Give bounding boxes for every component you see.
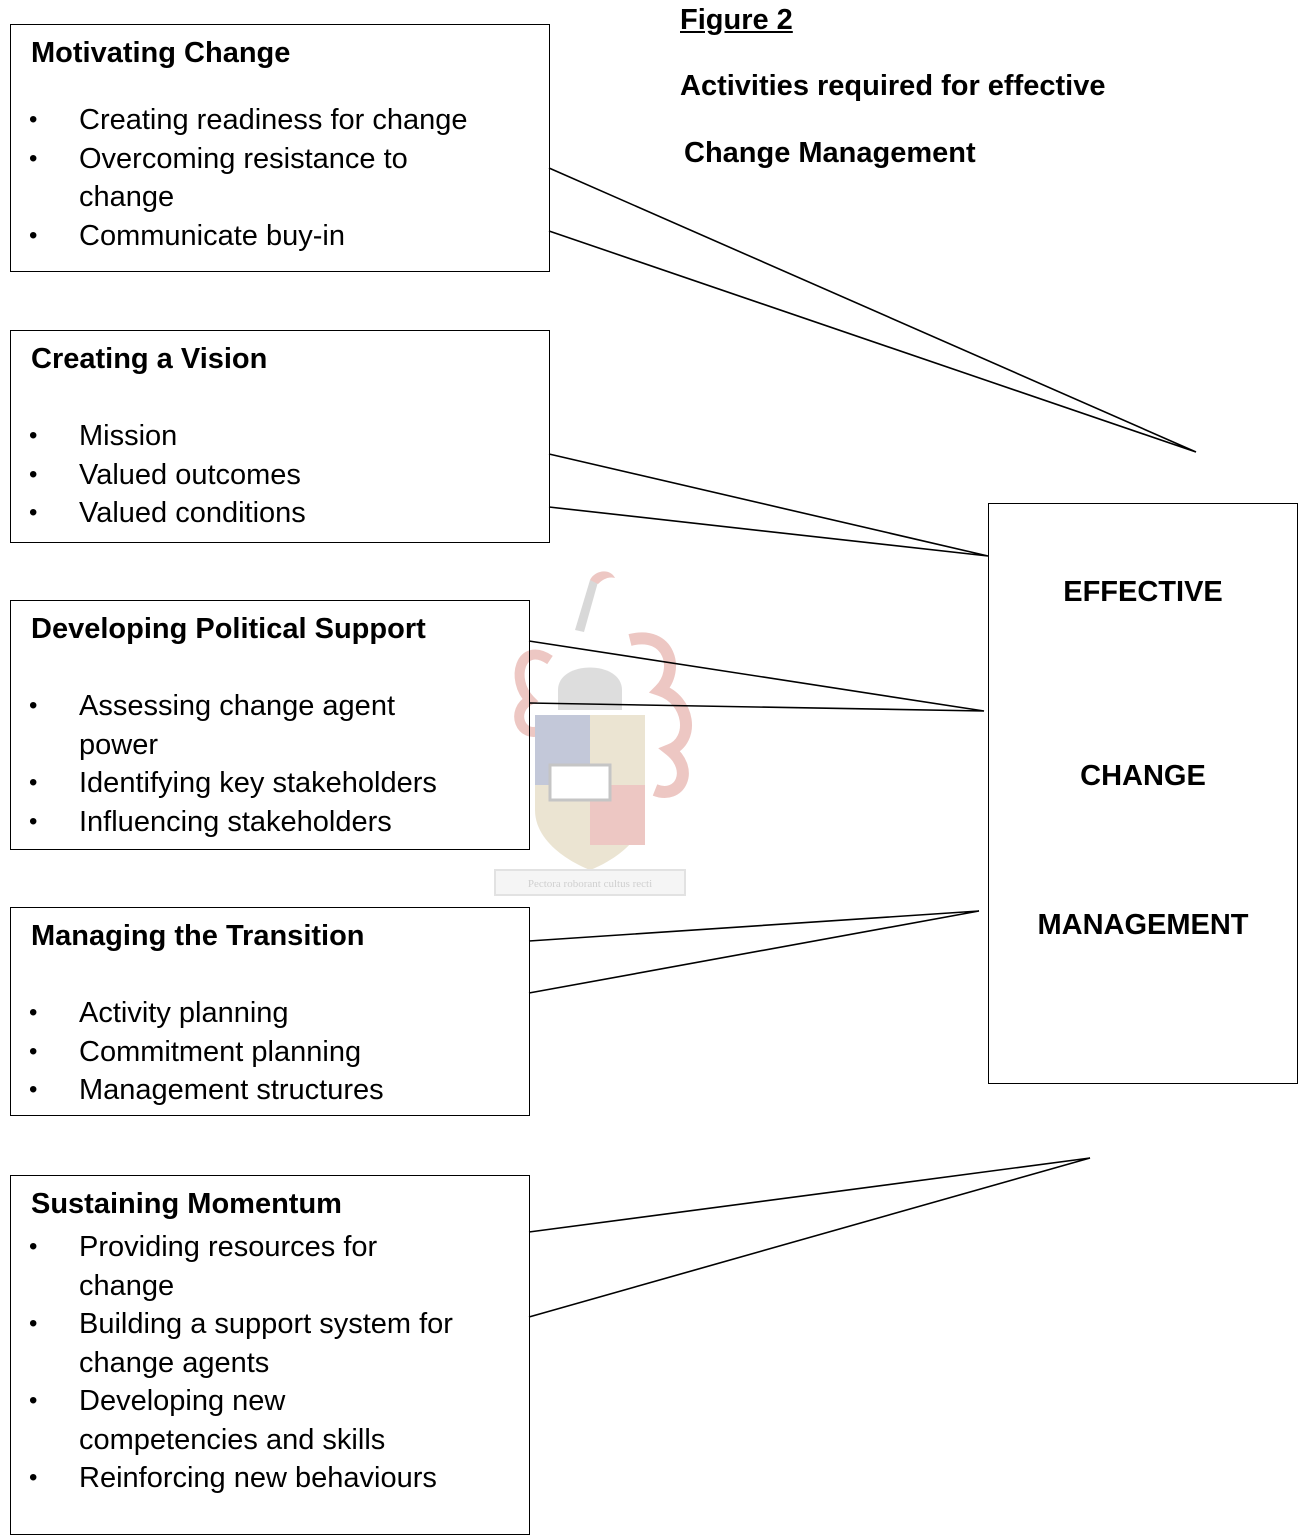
box-title: Developing Political Support [31,613,426,645]
list-item: Overcoming resistance to change [11,140,549,217]
box-sustaining-momentum: Sustaining Momentum Providing resources … [10,1175,530,1535]
box-political-support: Developing Political Support Assessing c… [10,600,530,850]
crest-flame [590,571,615,584]
connector-managing-transition [528,910,980,994]
crest-quarter-red [590,785,645,845]
bullet-list: Assessing change agent power Identifying… [11,687,529,841]
connector-sustaining-momentum [528,1157,1091,1318]
figure-caption-line-1: Activities required for effective [680,70,1106,102]
target-word-change: CHANGE [1080,760,1206,792]
list-item: Activity planning [11,994,529,1033]
box-effective-change-management: EFFECTIVE CHANGE MANAGEMENT [988,503,1298,1084]
list-item: Creating readiness for change [11,101,549,140]
crest-motto: Pectora roborant cultus recti [528,878,652,890]
target-word-management: MANAGEMENT [1037,909,1249,941]
crest-scroll [494,869,686,896]
target-word-effective: EFFECTIVE [1063,576,1223,608]
list-item: Building a support system for change age… [11,1305,529,1382]
crest-quarter-blue [535,715,590,785]
crest-helmet [558,667,622,710]
list-item: Reinforcing new behaviours [11,1459,529,1498]
figure-caption-line-2: Change Management [684,137,976,169]
bullet-list: Mission Valued outcomes Valued condition… [11,417,549,533]
box-creating-vision: Creating a Vision Mission Valued outcome… [10,330,550,543]
list-item: Providing resources for change [11,1228,529,1305]
list-item: Developing new competencies and skills [11,1382,529,1459]
list-item: Assessing change agent power [11,687,529,764]
list-item: Communicate buy-in [11,217,549,256]
bullet-list: Creating readiness for change Overcoming… [11,101,549,255]
connector-creating-vision [548,453,989,557]
connector-motivating-change [548,167,1197,453]
crest-shield [535,715,645,870]
box-motivating-change: Motivating Change Creating readiness for… [10,24,550,272]
figure-label: Figure 2 [680,4,793,36]
list-item: Valued outcomes [11,456,549,495]
list-item: Management structures [11,1071,529,1110]
list-item: Mission [11,417,549,456]
list-item: Commitment planning [11,1033,529,1072]
list-item: Valued conditions [11,494,549,533]
crest-book [548,763,612,802]
crest-torch [575,580,598,632]
box-title: Managing the Transition [31,920,365,952]
list-item: Influencing stakeholders [11,803,529,842]
box-managing-transition: Managing the Transition Activity plannin… [10,907,530,1116]
box-title: Motivating Change [31,37,291,69]
list-item: Identifying key stakeholders [11,764,529,803]
box-title: Sustaining Momentum [31,1188,342,1220]
bullet-list: Activity planning Commitment planning Ma… [11,994,529,1110]
box-title: Creating a Vision [31,343,268,375]
bullet-list: Providing resources for change Building … [11,1228,529,1498]
